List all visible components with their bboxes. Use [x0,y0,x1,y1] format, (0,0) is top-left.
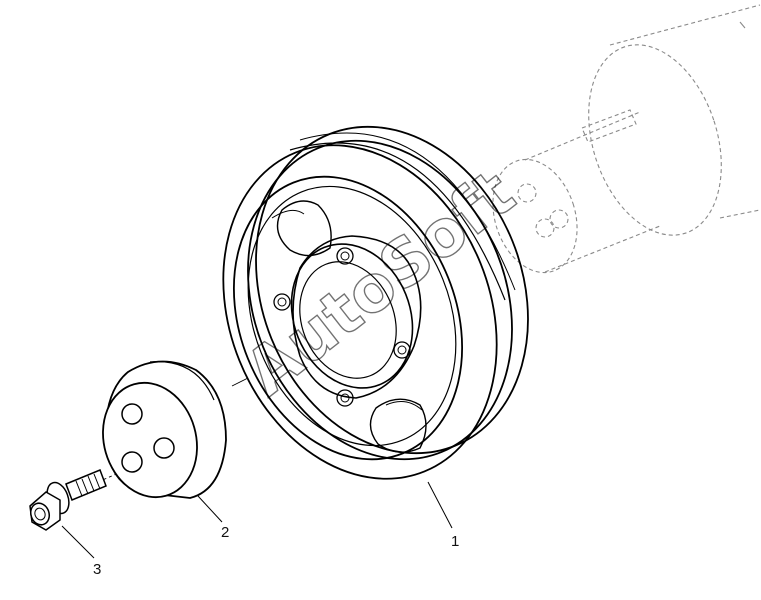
leader-lines [61,481,453,559]
callout-1: 1 [451,533,459,550]
leader-line-1 [427,481,453,529]
leader-line-2 [197,495,223,523]
crankshaft-hub-ghost [492,4,761,274]
callout-2: 2 [221,524,229,541]
callout-3: 3 [93,561,101,578]
crank-pulley [222,125,529,480]
leader-line-3 [61,525,95,559]
damper-disc [102,360,227,499]
flange-bolt [29,469,107,531]
axis-line [97,377,249,483]
